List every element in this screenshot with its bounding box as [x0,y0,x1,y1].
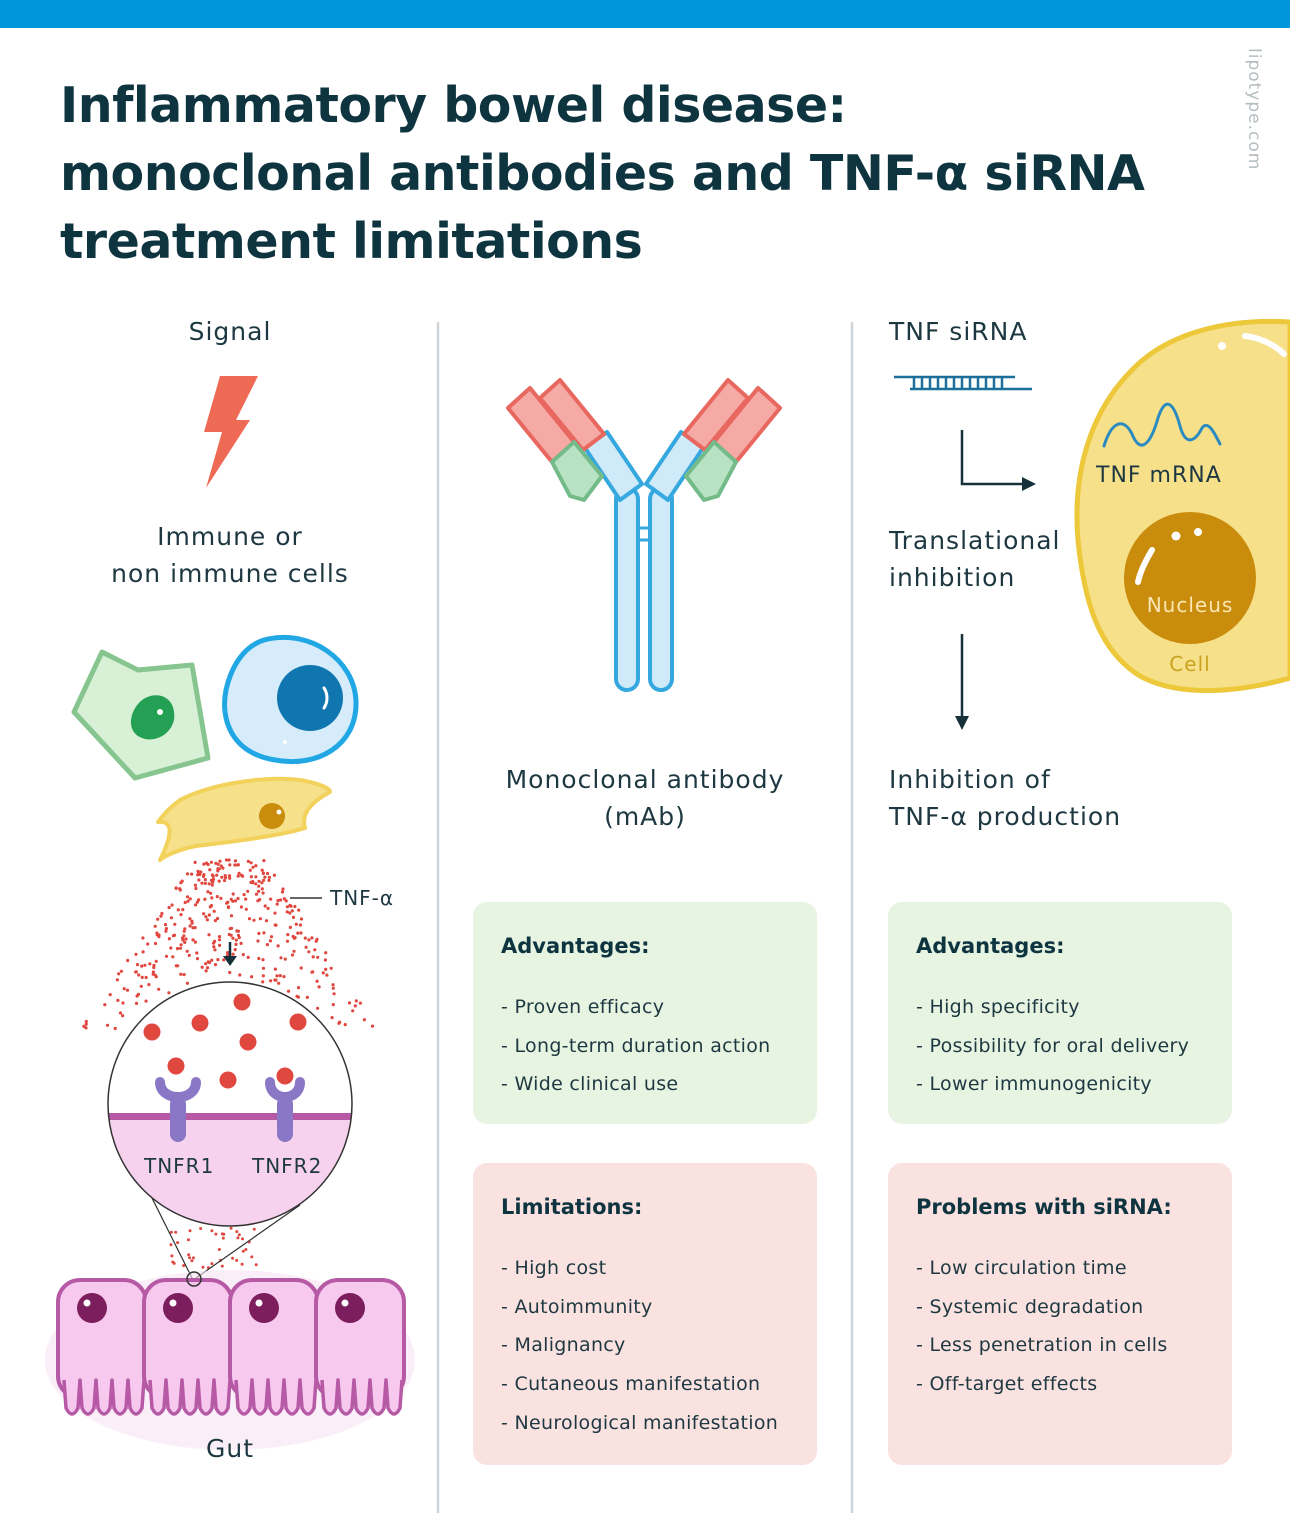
sirna-advantages-box: Advantages: High specificity Possibility… [888,902,1232,1124]
list-item: Lower immunogenicity [916,1065,1189,1104]
sirna-problems-box: Problems with siRNA: Low circulation tim… [888,1163,1232,1465]
gut-cell-nucleus [163,1293,193,1323]
cell-label: Cell [1169,652,1211,676]
list-item: Proven efficacy [501,988,770,1027]
list-item: Off-target effects [916,1365,1168,1404]
zoom-guide-right [195,1204,301,1279]
list-item: Possibility for oral delivery [916,1027,1189,1066]
sirna-problems-heading: Problems with siRNA: [916,1195,1172,1219]
down-arrow-icon [223,942,237,966]
yellow-cell-icon [156,776,332,862]
title-line-1: Inflammatory bowel disease: [60,77,847,134]
mrna-label: TNF mRNA [1096,463,1222,488]
top-accent-bar [0,0,1290,28]
mrna-strand-icon [1102,402,1222,448]
inhibition-arrow-icon [955,634,969,730]
antibody-label-line-1: Monoclonal antibody [505,765,785,794]
sirna-label: TNF siRNA [889,317,1028,346]
list-item: Autoimmunity [501,1288,778,1327]
gut-cell-nucleus [249,1293,279,1323]
mab-advantages-box: Advantages: Proven efficacy Long-term du… [473,902,817,1124]
cells-label-line-2: non immune cells [111,559,349,588]
tnfr1-receptor-icon [155,1077,201,1142]
title-line-2: monoclonal antibodies and TNF-α siRNA [60,145,1145,202]
target-cell-icon [1074,318,1290,694]
gut-epithelium-icon [45,1270,415,1450]
list-item: Neurological manifestation [501,1404,778,1443]
mab-advantages-heading: Advantages: [501,934,650,958]
signal-label: Signal [188,317,272,346]
nucleus-label: Nucleus [1146,593,1234,617]
gut-label: Gut [205,1434,255,1463]
cells-label-line-1: Immune or [157,522,303,551]
green-cell-icon [71,649,211,781]
inhibition-label-line-1: Inhibition of [889,765,1051,794]
list-item: Long-term duration action [501,1027,771,1066]
gut-cell-nucleus [335,1293,365,1323]
mab-limitations-heading: Limitations: [501,1195,643,1219]
list-item: High specificity [916,988,1189,1027]
mab-limitations-box: Limitations: High cost Autoimmunity Mali… [473,1163,817,1465]
tnfr2-receptor-icon [265,1077,305,1142]
tnfr2-label: TNFR2 [252,1154,323,1178]
list-item: High cost [501,1249,778,1288]
list-item: Systemic degradation [916,1288,1168,1327]
nucleus-icon [1124,512,1256,644]
sirna-duplex-icon [894,375,1032,391]
translational-label-line-1: Translational [889,526,1061,555]
translation-arrow-icon [960,430,1036,491]
inhibition-label-line-2: TNF-α production [889,802,1122,831]
list-item: Low circulation time [916,1249,1168,1288]
page-title: Inflammatory bowel disease: monoclonal a… [60,72,1180,276]
tnf-alpha-particle-cloud [82,858,375,1270]
antibody-label-line-2: (mAb) [604,802,686,831]
list-item: Wide clinical use [501,1065,770,1104]
title-line-3: treatment limitations [60,213,643,270]
translational-label-line-2: inhibition [889,563,1016,592]
gut-cell-nucleus [77,1293,107,1323]
tnf-alpha-molecules [143,993,307,1089]
blue-cell-icon [222,634,359,764]
tnfr1-label: TNFR1 [144,1154,215,1178]
sirna-advantages-heading: Advantages: [916,934,1065,958]
tnf-alpha-label: TNF-α [330,886,395,910]
list-item: Cutaneous manifestation [501,1365,778,1404]
monoclonal-antibody-icon [506,378,782,692]
list-item: Less penetration in cells [916,1326,1168,1365]
lightning-bolt-icon [204,376,258,488]
list-item: Malignancy [501,1326,778,1365]
zoom-membrane-circle [107,981,353,1227]
